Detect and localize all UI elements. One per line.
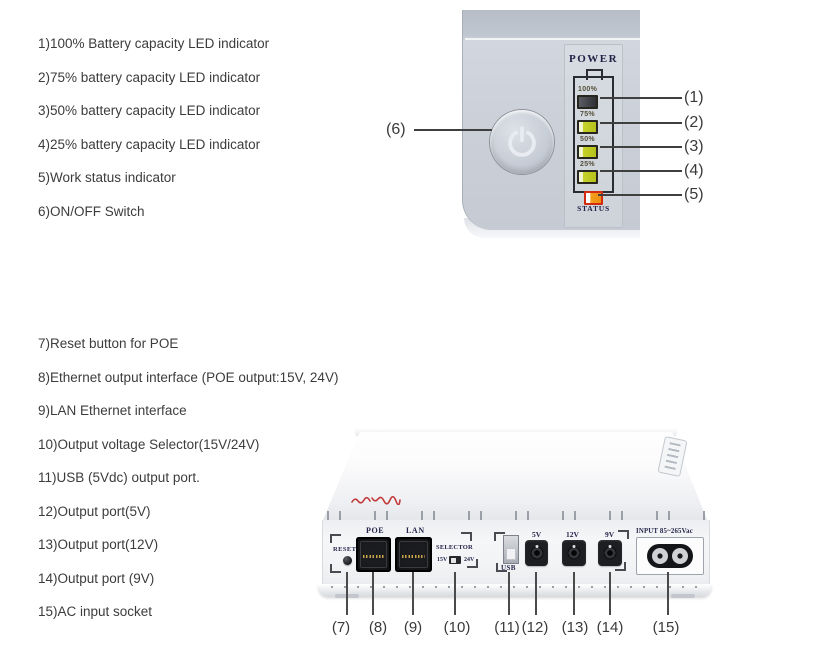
corner-bracket bbox=[330, 564, 341, 573]
selector-15v-label: 15V bbox=[437, 557, 448, 563]
callout-line-4 bbox=[600, 170, 682, 172]
vent-slots bbox=[327, 511, 705, 520]
callout-line-12 bbox=[535, 572, 537, 615]
device-top-surface bbox=[322, 432, 708, 522]
callout-label-12: (12) bbox=[521, 619, 549, 636]
callout-line-10 bbox=[454, 572, 456, 615]
battery-100-label: 100% bbox=[578, 86, 598, 93]
usb-port bbox=[503, 535, 519, 564]
device-top-view: POWER 100% 75% 50% 25% STATUS bbox=[462, 10, 640, 230]
base-dotted-line bbox=[331, 586, 699, 588]
list-item: 10)Output voltage Selector(15V/24V) bbox=[38, 436, 260, 452]
callout-line-3 bbox=[600, 146, 682, 148]
5v-output-jack bbox=[525, 540, 548, 566]
callout-line-15 bbox=[667, 572, 669, 615]
corner-bracket bbox=[496, 563, 507, 572]
list-item: 2)75% battery capacity LED indicator bbox=[38, 69, 261, 85]
5v-label: 5V bbox=[532, 530, 542, 539]
battery-50-label: 50% bbox=[580, 136, 595, 143]
battery-75-label: 75% bbox=[580, 111, 595, 118]
callout-label-3: (3) bbox=[684, 138, 704, 155]
lan-port bbox=[395, 537, 432, 572]
callout-label-5: (5) bbox=[684, 186, 704, 203]
reset-button bbox=[343, 556, 352, 565]
corner-bracket bbox=[615, 562, 626, 571]
callout-label-6: (6) bbox=[386, 121, 406, 138]
list-item: 1)100% Battery capacity LED indicator bbox=[38, 36, 270, 51]
callout-label-10: (10) bbox=[443, 619, 471, 636]
battery-50-led bbox=[577, 145, 598, 159]
battery-outline-tab bbox=[586, 69, 603, 80]
9v-output-jack bbox=[598, 540, 622, 566]
callout-line-8 bbox=[372, 572, 374, 615]
callout-line-9 bbox=[412, 572, 414, 615]
top-panel-photo: POWER 100% 75% 50% 25% STATUS bbox=[462, 8, 640, 238]
corner-bracket bbox=[618, 530, 629, 539]
selector-label: SELECTOR bbox=[436, 544, 473, 551]
corner-bracket bbox=[461, 532, 472, 541]
corner-bracket bbox=[494, 532, 505, 541]
callout-label-7: (7) bbox=[331, 619, 351, 636]
top-feature-list: 1)100% Battery capacity LED indicator 2)… bbox=[38, 37, 269, 219]
lan-label: LAN bbox=[406, 526, 425, 535]
list-item: 7)Reset button for POE bbox=[38, 336, 179, 351]
battery-25-led bbox=[577, 170, 598, 184]
status-panel-label: STATUS bbox=[577, 204, 610, 213]
poe-label: POE bbox=[366, 526, 385, 535]
power-button bbox=[490, 110, 554, 174]
callout-line-13 bbox=[573, 572, 575, 615]
usb-label: USB bbox=[501, 564, 516, 572]
callout-line-1 bbox=[600, 97, 682, 99]
list-item: 9)LAN Ethernet interface bbox=[38, 403, 187, 418]
reset-label: RESET bbox=[333, 546, 357, 553]
battery-75-led bbox=[577, 120, 598, 134]
callout-line-14 bbox=[609, 572, 611, 615]
list-item: 4)25% battery capacity LED indicator bbox=[38, 136, 261, 152]
ac-input-label: INPUT 85~265Vac bbox=[636, 528, 693, 535]
poe-port bbox=[356, 537, 391, 572]
list-item: 15)AC input socket bbox=[38, 604, 153, 619]
callout-line-6 bbox=[414, 129, 492, 131]
ac-input-socket bbox=[636, 537, 704, 575]
led-indicator-panel: POWER 100% 75% 50% 25% STATUS bbox=[564, 44, 623, 228]
list-item: 12)Output port(5V) bbox=[38, 503, 151, 519]
callout-line-11 bbox=[508, 572, 510, 615]
list-item: 14)Output port (9V) bbox=[38, 570, 155, 586]
callout-label-1: (1) bbox=[684, 89, 704, 106]
callout-label-4: (4) bbox=[684, 162, 704, 179]
led-window-dashes bbox=[664, 442, 681, 471]
list-item: 11)USB (5Vdc) output port. bbox=[38, 470, 200, 485]
corner-bracket bbox=[330, 534, 341, 543]
callout-line-2 bbox=[600, 122, 682, 124]
callout-label-15: (15) bbox=[652, 619, 680, 636]
list-item: 8)Ethernet output interface (POE output:… bbox=[38, 369, 339, 385]
rear-panel-photo: RESET POE LAN SELECTOR 15V 24V USB 5V 12… bbox=[315, 425, 765, 671]
voltage-selector-switch bbox=[449, 556, 461, 564]
device-foot bbox=[671, 594, 695, 598]
12v-output-jack bbox=[562, 540, 586, 566]
power-icon bbox=[508, 126, 536, 157]
brand-logo bbox=[351, 495, 401, 505]
list-item: 3)50% battery capacity LED indicator bbox=[38, 103, 261, 118]
battery-25-label: 25% bbox=[580, 161, 595, 168]
power-panel-label: POWER bbox=[568, 53, 619, 65]
c8-socket-icon bbox=[647, 544, 693, 568]
12v-label: 12V bbox=[566, 530, 579, 539]
bottom-feature-list: 7)Reset button for POE 8)Ethernet output… bbox=[38, 337, 338, 619]
callout-label-9: (9) bbox=[403, 619, 423, 636]
callout-line-7 bbox=[346, 572, 348, 615]
list-item: 6)ON/OFF Switch bbox=[38, 203, 145, 219]
callout-label-11: (11) bbox=[494, 619, 520, 636]
list-item: 13)Output port(12V) bbox=[38, 537, 159, 552]
callout-label-13: (13) bbox=[561, 619, 589, 636]
callout-label-14: (14) bbox=[596, 619, 624, 636]
battery-100-led bbox=[577, 95, 598, 109]
9v-label: 9V bbox=[605, 530, 615, 539]
selector-24v-label: 24V bbox=[464, 557, 475, 563]
corner-bracket bbox=[467, 559, 478, 568]
list-item: 5)Work status indicator bbox=[38, 170, 176, 185]
callout-label-8: (8) bbox=[368, 619, 388, 636]
callout-label-2: (2) bbox=[684, 114, 704, 131]
callout-line-5 bbox=[598, 194, 682, 196]
